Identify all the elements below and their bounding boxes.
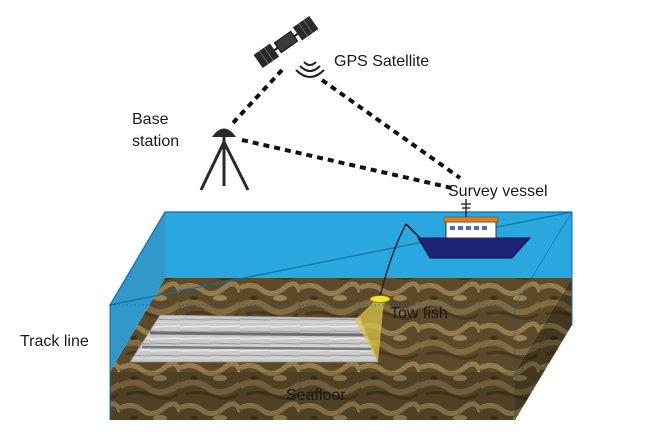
label-seafloor: Seafloor: [286, 387, 346, 404]
seafloor-block: [110, 278, 572, 420]
seafloor-front: [110, 372, 515, 420]
satellite-panel-left: [253, 43, 280, 69]
tow-cable: [379, 223, 407, 297]
signal-satellite-to-base: [230, 68, 284, 126]
label-base-station-line2: station: [132, 133, 179, 150]
tow-fish-assembly: [369, 223, 407, 303]
tripod-leg-right: [222, 141, 250, 191]
vessel-hull: [417, 237, 532, 259]
label-survey-vessel: Survey vessel: [448, 183, 548, 200]
label-gps-satellite: GPS Satellite: [334, 53, 429, 70]
survey-vessel: [405, 199, 532, 259]
seafloor-side: [515, 278, 572, 420]
tripod-leg-left: [199, 141, 226, 191]
water-left: [110, 212, 165, 372]
base-station: [199, 128, 250, 191]
label-tow-fish: Tow fish: [390, 305, 448, 322]
base-station-antenna: [212, 128, 236, 137]
tow-fish: [369, 295, 391, 303]
satellite-signal-icon: [295, 61, 325, 78]
satellite-body: [273, 30, 299, 54]
gps-satellite: [253, 15, 319, 69]
signal-paths: [230, 68, 462, 190]
label-track-line: Track line: [20, 333, 89, 350]
label-base-station-line1: Base: [132, 111, 169, 128]
satellite-panel-right: [292, 15, 319, 41]
sonar-beam: [355, 300, 384, 362]
sonar-track-strip: [129, 314, 379, 363]
signal-base-to-vessel: [241, 138, 453, 190]
vessel-roof: [443, 216, 499, 223]
